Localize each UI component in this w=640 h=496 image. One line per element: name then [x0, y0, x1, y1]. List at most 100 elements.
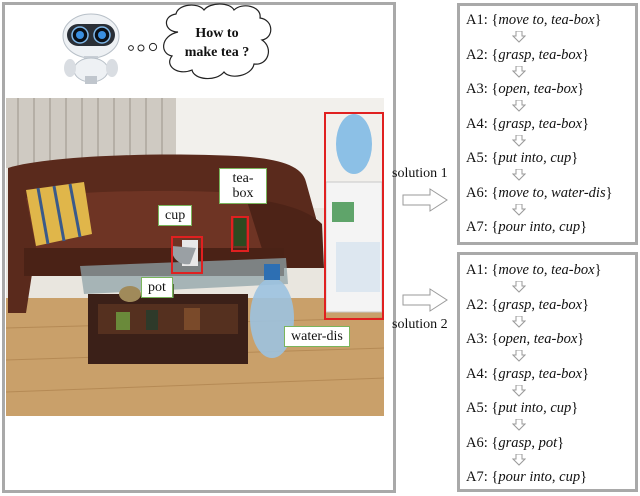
brace: }: [580, 219, 588, 235]
solution1-step: A2: {grasp, tea-box}: [466, 47, 589, 64]
solution2-step: A4: {grasp, tea-box}: [466, 366, 589, 383]
step-id: A5:: [466, 400, 492, 416]
comma: ,: [543, 262, 552, 278]
right-arrow-icon: [402, 288, 448, 312]
step-object: tea-box: [533, 81, 578, 97]
brace: {: [491, 12, 499, 28]
step-object: tea-box: [551, 12, 595, 28]
brace: {: [491, 184, 499, 201]
step-object: tea-box: [533, 331, 578, 347]
comma: ,: [543, 12, 552, 28]
brace: {: [491, 331, 499, 347]
step-id: A1:: [466, 262, 492, 278]
down-arrow-icon: [512, 453, 526, 466]
solution1-step: A7: {pour into, cup}: [466, 219, 587, 236]
comma: ,: [543, 150, 551, 166]
thought-dots: [128, 42, 158, 52]
comma: ,: [551, 219, 560, 235]
step-action: move to: [498, 262, 544, 278]
brace: {: [491, 469, 499, 485]
solution2-step: A2: {grasp, tea-box}: [466, 297, 589, 314]
solution-2-label: solution 2: [392, 317, 448, 332]
solution2-step: A3: {open, tea-box}: [466, 331, 584, 348]
step-object: cup: [559, 219, 581, 235]
step-object: tea-box: [538, 46, 583, 63]
robot-icon: [62, 13, 120, 84]
step-id: A7:: [466, 469, 492, 485]
step-id: A1:: [466, 12, 492, 28]
brace: }: [580, 469, 588, 485]
cup-label: cup: [158, 205, 193, 226]
solution-2-panel: [457, 252, 638, 492]
brace: }: [577, 81, 585, 97]
down-arrow-icon: [512, 419, 526, 431]
down-arrow-icon: [512, 315, 526, 328]
step-id: A2:: [466, 296, 492, 313]
pot-label: pot: [141, 277, 173, 298]
brace: {: [491, 400, 499, 416]
solution1-step: A3: {open, tea-box}: [466, 81, 584, 98]
comma: ,: [531, 365, 539, 382]
solution-1-panel: [457, 3, 638, 245]
brace: }: [594, 12, 602, 28]
brace: }: [594, 262, 602, 278]
comma: ,: [531, 46, 539, 63]
step-object: tea-box: [551, 262, 595, 278]
brace: {: [491, 115, 499, 132]
comma: ,: [531, 296, 539, 313]
down-arrow-icon: [512, 384, 526, 397]
brace: }: [571, 150, 579, 166]
step-action: grasp: [498, 434, 532, 451]
brace: }: [582, 365, 590, 382]
comma: ,: [526, 81, 534, 97]
solution2-step: A6: {grasp, pot}: [466, 435, 564, 452]
down-arrow-icon: [512, 31, 526, 43]
step-object: cup: [550, 400, 572, 416]
step-action: grasp: [498, 296, 532, 313]
step-id: A5:: [466, 150, 492, 166]
step-action: put into: [498, 400, 544, 416]
water-dispenser-highlight-box: [324, 112, 384, 320]
down-arrow-icon: [512, 169, 526, 181]
step-object: water-dis: [551, 184, 606, 201]
down-arrow-icon: [512, 65, 526, 78]
question-line-2: make tea ?: [184, 45, 250, 60]
step-object: tea-box: [538, 365, 583, 382]
brace: }: [582, 296, 590, 313]
brace: {: [491, 434, 499, 451]
down-arrow-icon: [512, 134, 526, 147]
question-line-1: How to: [195, 26, 239, 41]
step-action: open: [498, 331, 527, 347]
step-action: put into: [498, 150, 544, 166]
thought-bubble: [163, 3, 272, 80]
comma: ,: [543, 184, 552, 201]
down-arrow-icon: [512, 100, 526, 112]
step-object: cup: [559, 469, 581, 485]
brace: }: [582, 115, 590, 132]
step-id: A3:: [466, 81, 492, 97]
step-id: A4:: [466, 365, 492, 382]
step-object: tea-box: [538, 296, 583, 313]
step-action: pour into: [498, 219, 552, 235]
step-id: A2:: [466, 46, 492, 63]
brace: {: [491, 81, 499, 97]
down-arrow-icon: [512, 203, 526, 216]
teabox-label-line2: box: [232, 186, 254, 201]
solution2-step: A1: {move to, tea-box}: [466, 262, 602, 279]
right-arrow-icon: [402, 188, 448, 212]
brace: {: [491, 296, 499, 313]
comma: ,: [526, 331, 534, 347]
step-id: A6:: [466, 184, 492, 201]
brace: {: [491, 219, 499, 235]
step-action: grasp: [498, 115, 532, 132]
comma: ,: [543, 400, 551, 416]
solution1-step: A4: {grasp, tea-box}: [466, 116, 589, 133]
solution1-step: A5: {put into, cup}: [466, 150, 578, 167]
down-arrow-icon: [512, 281, 526, 293]
step-action: move to: [498, 184, 544, 201]
teabox-highlight-box: [231, 216, 249, 252]
step-action: grasp: [498, 46, 532, 63]
brace: }: [557, 434, 565, 451]
step-action: move to: [498, 12, 544, 28]
teabox-label: tea- box: [219, 168, 267, 204]
